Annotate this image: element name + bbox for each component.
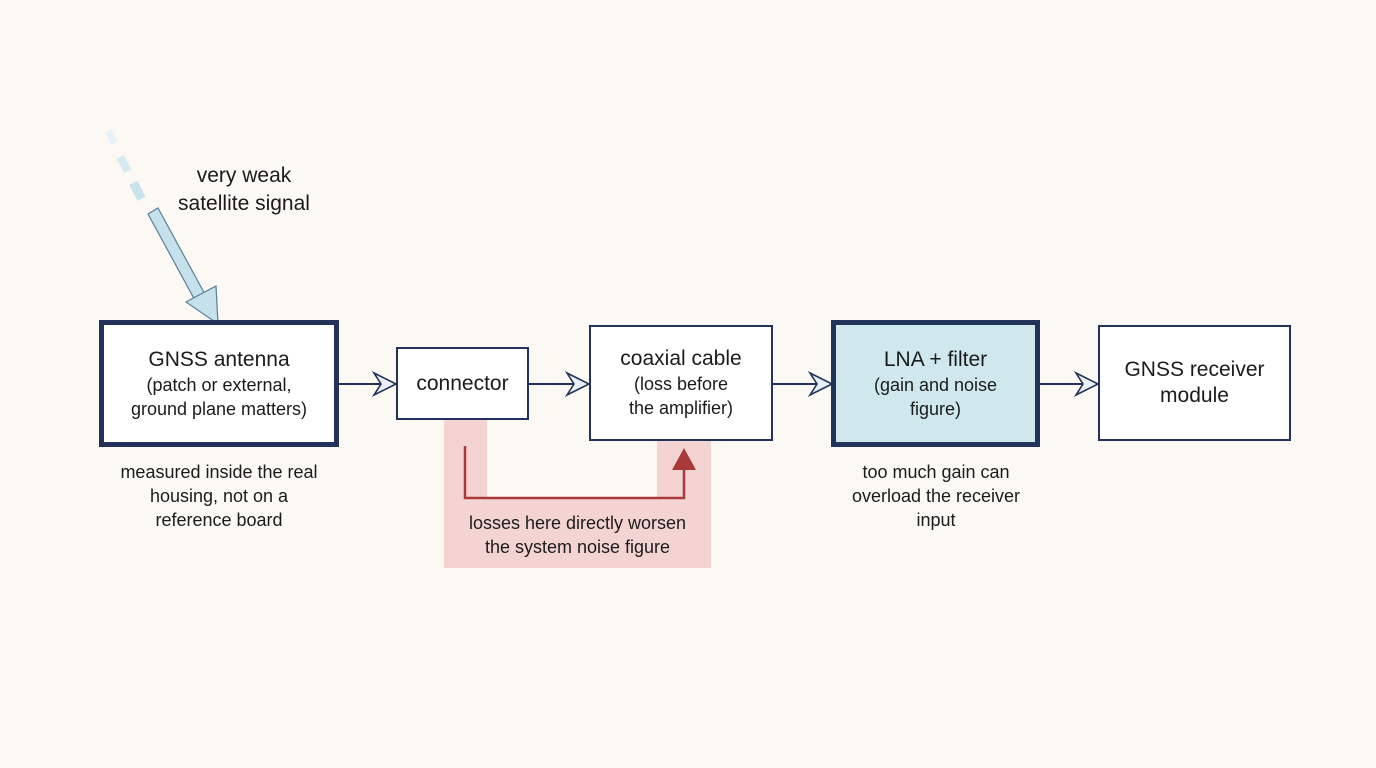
- cable-sub-line-1: (loss before: [633, 374, 729, 394]
- lna-note-line-1: too much gain can: [862, 462, 1010, 482]
- cable-sub-line-2: the amplifier): [628, 398, 734, 418]
- arrow-lna-to-receiver: [1040, 370, 1100, 398]
- loss-path-arrow: [463, 446, 686, 500]
- losses-note-line-1: losses here directly worsen: [468, 513, 687, 533]
- cable-title: coaxial cable: [620, 347, 742, 370]
- antenna-sub-line-2: ground plane matters): [130, 398, 308, 419]
- satellite-signal-label: very weak satellite signal: [152, 162, 336, 218]
- signal-label-line-1: very weak: [196, 164, 292, 187]
- antenna-sub-line-1: (patch or external,: [146, 374, 292, 395]
- lna-filter-block: LNA + filter (gain and noise figure): [831, 320, 1040, 447]
- antenna-title: GNSS antenna: [148, 347, 290, 371]
- signal-label-line-2: satellite signal: [178, 192, 310, 215]
- coaxial-cable-block: coaxial cable (loss before the amplifier…: [589, 325, 773, 441]
- loss-path-arrowhead: [672, 448, 696, 470]
- lna-note-line-3: input: [916, 510, 956, 530]
- arrow-cable-to-lna: [773, 370, 834, 398]
- satellite-signal-arrow: [105, 128, 219, 326]
- receiver-title-line-1: GNSS receiver: [1124, 358, 1265, 381]
- antenna-note-line-2: housing, not on a: [149, 486, 289, 506]
- connector-title: connector: [416, 371, 509, 395]
- arrow-connector-to-cable: [529, 370, 591, 398]
- receiver-title-line-2: module: [1160, 384, 1229, 407]
- lna-note: too much gain can overload the receiver …: [816, 460, 1056, 532]
- antenna-note-line-3: reference board: [155, 510, 283, 530]
- connector-block: connector: [396, 347, 529, 420]
- lna-sub-line-2: figure): [909, 398, 962, 419]
- antenna-note: measured inside the real housing, not on…: [92, 460, 346, 532]
- lna-sub-line-1: (gain and noise: [873, 374, 998, 395]
- lna-title: LNA + filter: [883, 347, 988, 371]
- lna-note-line-2: overload the receiver: [851, 486, 1021, 506]
- gnss-receiver-block: GNSS receiver module: [1098, 325, 1291, 441]
- gnss-antenna-block: GNSS antenna (patch or external, ground …: [99, 320, 339, 447]
- losses-note: losses here directly worsen the system n…: [444, 511, 711, 559]
- arrow-antenna-to-connector: [339, 370, 398, 398]
- antenna-note-line-1: measured inside the real: [120, 462, 318, 482]
- losses-note-line-2: the system noise figure: [484, 537, 671, 557]
